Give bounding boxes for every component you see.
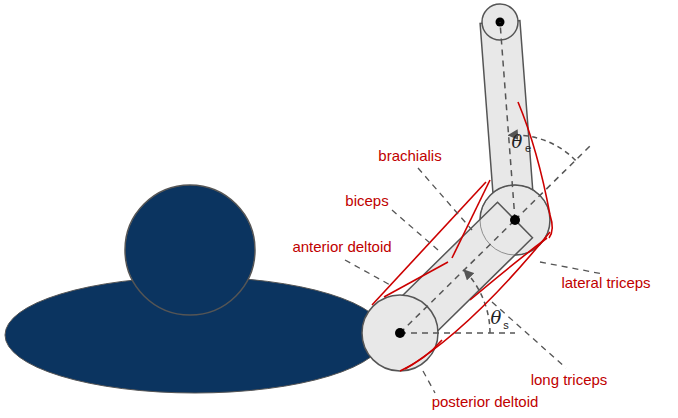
muscle-label: lateral triceps [561, 275, 650, 292]
muscles [372, 102, 552, 371]
angle-symbol: θ [491, 308, 502, 328]
angle-arc [464, 270, 490, 333]
angle-subscript: e [525, 142, 531, 154]
brachialis-muscle [452, 180, 490, 258]
muscle-label: biceps [345, 193, 388, 210]
angle-symbol: θ [512, 132, 523, 152]
posterior-deltoid-muscle [400, 340, 442, 371]
anterior-deltoid-muscle [384, 262, 448, 297]
muscle-label: brachialis [378, 148, 441, 165]
triceps-tendon [518, 102, 552, 238]
joint-dot [510, 215, 520, 225]
angle-subscript: s [503, 319, 509, 331]
joint-dot [395, 328, 405, 338]
long-triceps-muscle [405, 232, 550, 369]
muscle-label: long triceps [531, 372, 608, 389]
head [125, 185, 255, 315]
lateral-triceps-muscle [470, 238, 547, 300]
muscle-label: posterior deltoid [432, 394, 539, 411]
muscle-label: anterior deltoid [292, 239, 391, 256]
